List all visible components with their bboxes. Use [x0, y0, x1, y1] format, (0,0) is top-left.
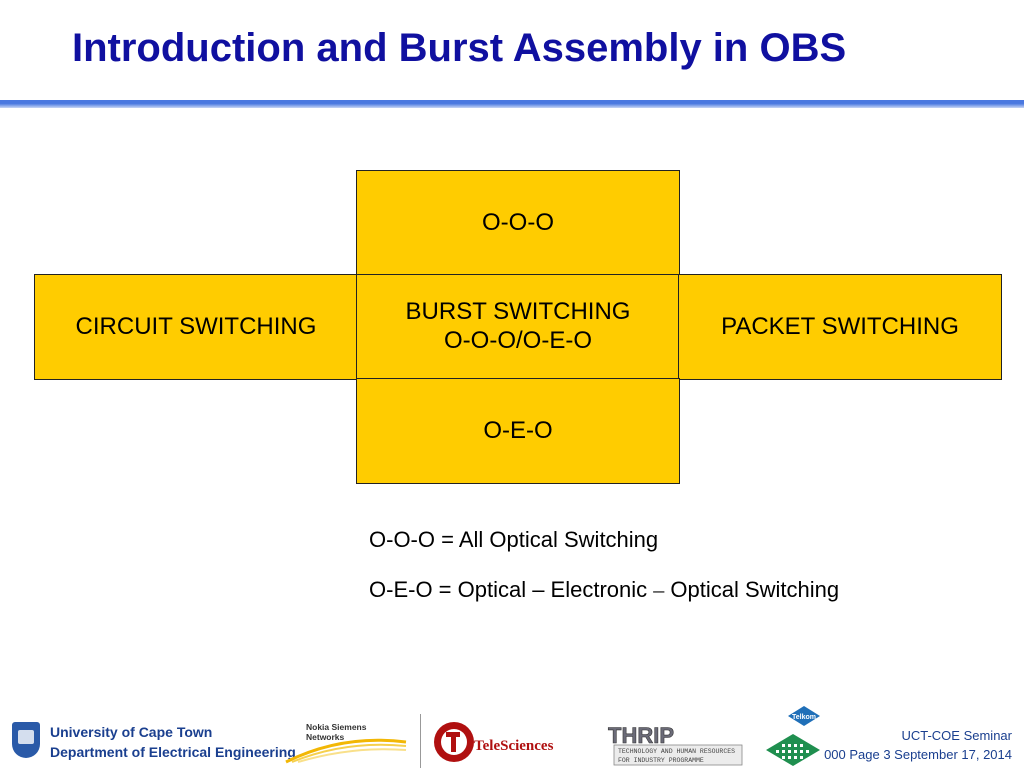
- legend-oeo-text-b: Optical Switching: [664, 577, 840, 602]
- oeo-cell: O-E-O: [356, 378, 680, 484]
- title-underline: [0, 100, 1024, 108]
- packet-switching-label: PACKET SWITCHING: [721, 312, 959, 340]
- uct-name: University of Cape Town: [50, 724, 213, 740]
- nsn-swoosh-icon: [285, 738, 407, 764]
- burst-switching-sublabel: O-O-O/O-E-O: [444, 327, 592, 354]
- packet-switching-cell: PACKET SWITCHING: [678, 274, 1002, 380]
- thrip-wordmark: THRIP: [608, 723, 674, 748]
- telkom-logo: Telkom: [766, 706, 820, 766]
- thrip-logo: THRIP TECHNOLOGY AND HUMAN RESOURCES FOR…: [608, 723, 743, 766]
- legend-oeo: O-E-O = Optical – Electronic – Optical S…: [369, 577, 839, 603]
- slide-footer-info: UCT-COE Seminar 000 Page 3 September 17,…: [824, 726, 1012, 764]
- logo-divider: [420, 714, 421, 768]
- ooo-cell-label: O-O-O: [482, 208, 554, 236]
- legend-oeo-text-a: O-E-O = Optical – Electronic: [369, 577, 654, 602]
- burst-switching-cell: BURST SWITCHING O-O-O/O-E-O: [356, 274, 680, 380]
- slide-title: Introduction and Burst Assembly in OBS: [72, 26, 847, 70]
- telesciences-mark-icon: [434, 722, 474, 762]
- nsn-name-line2: Networks: [306, 732, 345, 742]
- nsn-name-line1: Nokia Siemens: [306, 722, 367, 732]
- legend-oeo-dash: –: [653, 577, 665, 602]
- seminar-name: UCT-COE Seminar: [901, 728, 1012, 743]
- burst-switching-label: BURST SWITCHING: [405, 298, 631, 326]
- nsn-logo-text: Nokia Siemens Networks: [306, 722, 366, 742]
- uct-logo-text: University of Cape Town Department of El…: [50, 722, 296, 762]
- circuit-switching-label: CIRCUIT SWITCHING: [75, 312, 317, 340]
- page-and-date: 000 Page 3 September 17, 2014: [824, 747, 1012, 762]
- telesciences-logo-text: TeleSciences: [474, 738, 554, 754]
- footer: University of Cape Town Department of El…: [0, 700, 1024, 768]
- uct-department: Department of Electrical Engineering: [50, 744, 296, 760]
- thrip-tagline-1: TECHNOLOGY AND HUMAN RESOURCES: [618, 748, 735, 755]
- ooo-cell: O-O-O: [356, 170, 680, 276]
- oeo-cell-label: O-E-O: [483, 416, 553, 444]
- thrip-tagline-2: FOR INDUSTRY PROGRAMME: [618, 757, 704, 764]
- telkom-logo-text: Telkom: [792, 714, 816, 721]
- uct-crest-icon: [12, 722, 40, 758]
- nokia-siemens-logo: Nokia Siemens Networks: [282, 718, 412, 764]
- circuit-switching-cell: CIRCUIT SWITCHING: [34, 274, 358, 380]
- legend-ooo: O-O-O = All Optical Switching: [369, 527, 659, 552]
